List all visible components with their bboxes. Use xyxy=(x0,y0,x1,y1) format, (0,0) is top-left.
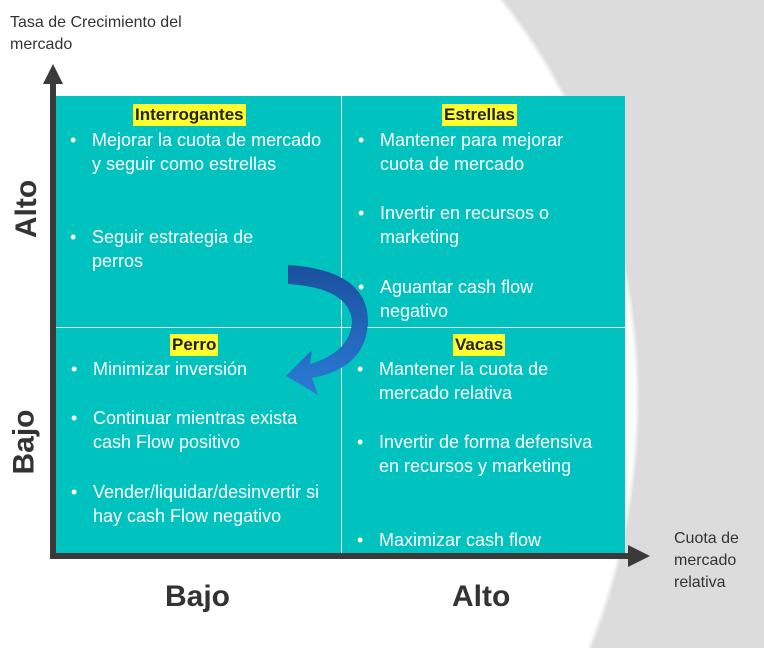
list-item: •Maximizar cash flow xyxy=(357,530,542,550)
column-label-alto: Alto xyxy=(452,580,511,613)
item-text: Invertir en recursos o marketing xyxy=(380,203,550,247)
item-text: Invertir de forma defensiva en recursos … xyxy=(379,432,593,476)
curved-arrow-icon xyxy=(286,265,368,395)
y-axis xyxy=(50,78,56,558)
item-text: Seguir estrategia de perros xyxy=(92,227,254,271)
list-item: •Seguir estrategia de perros xyxy=(70,227,254,271)
list-item: •Aguantar cash flow negativo xyxy=(358,277,534,321)
matrix-grid xyxy=(56,96,625,553)
row-label-bajo: Bajo xyxy=(7,409,41,475)
x-axis xyxy=(50,553,630,559)
column-label-bajo: Bajo xyxy=(165,580,231,613)
list-item: •Mantener para mejorar cuota de mercado xyxy=(358,130,564,174)
y-axis-arrow-icon xyxy=(43,64,63,84)
item-text: Vender/liquidar/desinvertir si hay cash … xyxy=(93,482,320,526)
list-item: •Invertir de forma defensiva en recursos… xyxy=(357,432,593,476)
item-text: Minimizar inversión xyxy=(93,359,248,379)
quadrant-title-perro: Perro xyxy=(170,334,219,356)
list-item: •Invertir en recursos o marketing xyxy=(358,203,550,247)
item-text: Aguantar cash flow negativo xyxy=(380,277,534,321)
item-text: Maximizar cash flow xyxy=(379,530,542,550)
item-text: Mantener para mejorar cuota de mercado xyxy=(380,130,564,174)
list-item: •Mejorar la cuota de mercado y seguir co… xyxy=(70,130,322,174)
item-text: Continuar mientras exista cash Flow posi… xyxy=(93,408,298,452)
quadrant-title-estrellas: Estrellas xyxy=(442,104,517,126)
quadrant-title-vacas: Vacas xyxy=(453,334,506,356)
x-axis-title: Cuota de mercado relativa xyxy=(674,530,739,591)
list-item: •Minimizar inversión xyxy=(71,359,248,379)
list-item: •Vender/liquidar/desinvertir si hay cash… xyxy=(71,482,320,526)
y-axis-title: Tasa de Crecimiento del mercado xyxy=(10,14,182,53)
list-item: •Continuar mientras exista cash Flow pos… xyxy=(71,408,298,452)
quadrant-title-interrogantes: Interrogantes xyxy=(133,104,246,126)
list-item: •Mantener la cuota de mercado relativa xyxy=(357,359,549,403)
horizontal-divider xyxy=(56,327,625,328)
item-text: Mejorar la cuota de mercado y seguir com… xyxy=(92,130,322,174)
item-text: Mantener la cuota de mercado relativa xyxy=(379,359,549,403)
row-label-alto: Alto xyxy=(10,179,44,239)
x-axis-arrow-icon xyxy=(628,545,650,567)
vertical-divider xyxy=(341,96,342,553)
